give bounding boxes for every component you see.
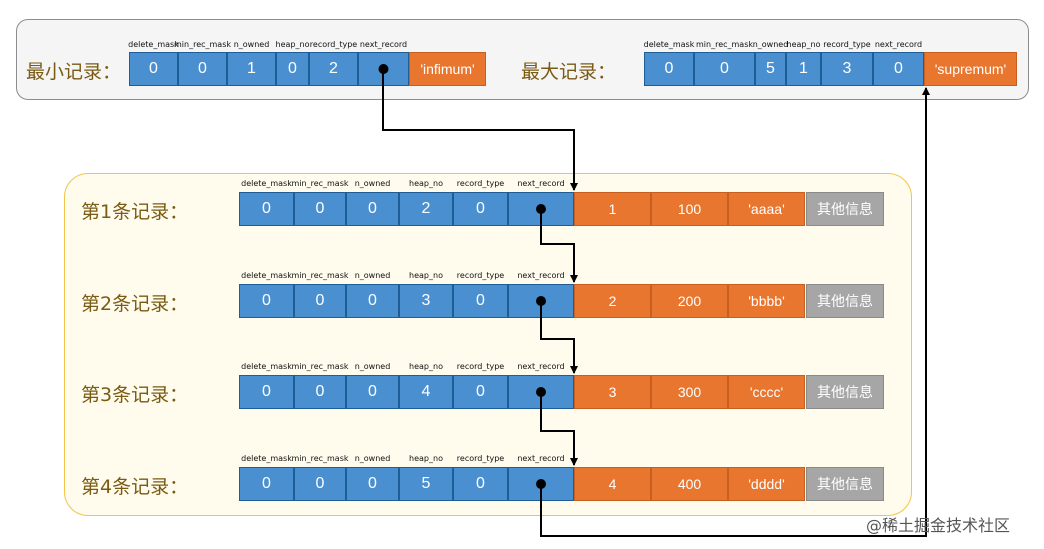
supremum-data-cell: 'supremum' <box>924 52 1017 86</box>
heap-no-cell: 3 <box>399 284 453 318</box>
header-record-type: record_type <box>309 40 358 49</box>
heap-no-cell: 1 <box>786 52 821 86</box>
header-heap-no: heap_no <box>409 454 443 463</box>
header-min-rec-mask: min_rec_mask <box>695 40 754 49</box>
heap-no-cell: 4 <box>399 375 453 409</box>
header-min-rec-mask: min_rec_mask <box>291 179 349 188</box>
header-delete-mask: delete_mask <box>128 40 179 49</box>
header-record-type: record_type <box>456 362 505 371</box>
watermark: @稀土掘金技术社区 <box>866 516 1011 535</box>
n-owned-cell: 5 <box>755 52 786 86</box>
other-info-cell: 其他信息 <box>806 467 884 501</box>
record-type-cell: 0 <box>453 284 508 318</box>
header-min-rec-mask: min_rec_mask <box>291 362 349 371</box>
next-record-cell: 0 <box>873 52 924 86</box>
record-value-cell: 2 <box>574 284 651 318</box>
record-value-cell: 4 <box>574 467 651 501</box>
record-type-cell: 0 <box>453 467 508 501</box>
n-owned-cell: 0 <box>346 192 399 226</box>
record-value-cell: 300 <box>651 375 728 409</box>
infimum-label: 最小记录： <box>26 61 122 83</box>
header-delete-mask: delete_mask <box>241 362 292 371</box>
record-3-label: 第3条记录： <box>81 384 189 406</box>
header-heap-no: heap_no <box>275 40 310 49</box>
other-info-cell: 其他信息 <box>806 284 884 318</box>
record-value-cell: 'aaaa' <box>728 192 805 226</box>
header-record-type: record_type <box>823 40 871 49</box>
header-heap-no: heap_no <box>409 179 443 188</box>
delete-mask-cell: 0 <box>239 375 294 409</box>
records-panel <box>64 173 912 516</box>
header-n-owned: n_owned <box>354 362 391 371</box>
record-type-cell: 3 <box>821 52 873 86</box>
header-next-record: next_record <box>359 40 408 49</box>
header-min-rec-mask: min_rec_mask <box>291 454 349 463</box>
supremum-label: 最大记录： <box>521 61 617 83</box>
record-type-cell: 0 <box>453 192 508 226</box>
header-heap-no: heap_no <box>409 271 443 280</box>
header-record-type: record_type <box>456 454 505 463</box>
record-1-label: 第1条记录： <box>81 201 189 223</box>
header-delete-mask: delete_mask <box>241 179 292 188</box>
infimum-to-record-1-arrow <box>382 69 578 191</box>
record-value-cell: 3 <box>574 375 651 409</box>
header-min-rec-mask: min_rec_mask <box>291 271 349 280</box>
record-value-cell: 400 <box>651 467 728 501</box>
header-heap-no: heap_no <box>786 40 821 49</box>
header-delete-mask: delete_mask <box>643 40 695 49</box>
delete-mask-cell: 0 <box>239 192 294 226</box>
heap-no-cell: 2 <box>399 192 453 226</box>
record-value-cell: 1 <box>574 192 651 226</box>
record-value-cell: 'dddd' <box>728 467 805 501</box>
n-owned-cell: 0 <box>346 375 399 409</box>
header-n-owned: n_owned <box>354 454 391 463</box>
header-n-owned: n_owned <box>752 40 789 49</box>
header-next-record: next_record <box>517 454 565 463</box>
delete-mask-cell: 0 <box>239 284 294 318</box>
header-min-rec-mask: min_rec_mask <box>173 40 232 49</box>
delete-mask-cell: 0 <box>239 467 294 501</box>
other-info-cell: 其他信息 <box>806 375 884 409</box>
min-rec-mask-cell: 0 <box>294 284 346 318</box>
header-record-type: record_type <box>456 179 505 188</box>
header-next-record: next_record <box>517 362 565 371</box>
n-owned-cell: 0 <box>346 284 399 318</box>
other-info-cell: 其他信息 <box>806 192 884 226</box>
heap-no-cell: 0 <box>276 52 309 86</box>
record-2-to-record-3-arrow <box>540 301 578 374</box>
delete-mask-cell: 0 <box>644 52 694 86</box>
record-1-to-record-2-arrow <box>540 209 578 283</box>
header-delete-mask: delete_mask <box>241 454 292 463</box>
record-4-label: 第4条记录： <box>81 476 189 498</box>
infimum-data-cell: 'infimum' <box>409 52 486 86</box>
min-rec-mask-cell: 0 <box>178 52 227 86</box>
min-rec-mask-cell: 0 <box>294 375 346 409</box>
record-2-label: 第2条记录： <box>81 293 189 315</box>
header-delete-mask: delete_mask <box>241 271 292 280</box>
min-rec-mask-cell: 0 <box>294 467 346 501</box>
header-heap-no: heap_no <box>409 362 443 371</box>
record-3-to-record-4-arrow <box>540 392 578 466</box>
min-rec-mask-cell: 0 <box>294 192 346 226</box>
header-next-record: next_record <box>874 40 923 49</box>
min-rec-mask-cell: 0 <box>694 52 755 86</box>
record-4-to-supremum-arrow <box>540 87 930 537</box>
header-n-owned: n_owned <box>354 179 391 188</box>
n-owned-cell: 1 <box>227 52 276 86</box>
header-next-record: next_record <box>517 271 565 280</box>
header-next-record: next_record <box>517 179 565 188</box>
record-value-cell: 100 <box>651 192 728 226</box>
record-type-cell: 2 <box>309 52 358 86</box>
delete-mask-cell: 0 <box>129 52 178 86</box>
n-owned-cell: 0 <box>346 467 399 501</box>
header-n-owned: n_owned <box>233 40 270 49</box>
header-n-owned: n_owned <box>354 271 391 280</box>
record-value-cell: 'cccc' <box>728 375 805 409</box>
heap-no-cell: 5 <box>399 467 453 501</box>
record-value-cell: 200 <box>651 284 728 318</box>
header-record-type: record_type <box>456 271 505 280</box>
record-type-cell: 0 <box>453 375 508 409</box>
record-value-cell: 'bbbb' <box>728 284 805 318</box>
